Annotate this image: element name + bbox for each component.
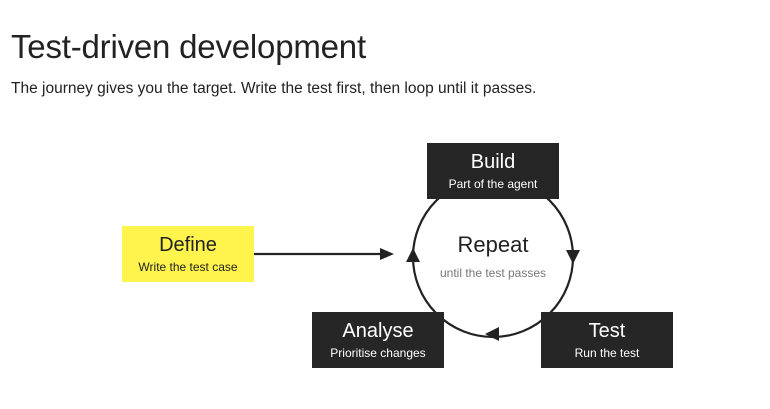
define-box: Define Write the test case [122,226,254,282]
analyse-subtitle: Prioritise changes [330,345,426,360]
loop-arrow-bottom [485,327,499,341]
loop-arrow-right [566,250,580,264]
page-subtitle: The journey gives you the target. Write … [11,80,537,97]
repeat-label: Repeat until the test passes [413,232,573,280]
page-title: Test-driven development [11,28,366,65]
build-subtitle: Part of the agent [448,176,538,191]
analyse-title: Analyse [342,319,414,342]
build-box: Build Part of the agent [427,143,559,199]
define-connector-arrow [380,248,394,260]
define-title: Define [159,233,217,256]
analyse-box: Analyse Prioritise changes [312,312,444,368]
build-title: Build [470,150,516,173]
test-subtitle: Run the test [574,345,640,360]
repeat-subtitle: until the test passes [439,266,547,280]
define-subtitle: Write the test case [138,259,238,274]
repeat-title: Repeat [457,232,529,257]
test-title: Test [588,319,626,342]
test-box: Test Run the test [541,312,673,368]
loop-arrow-left [406,248,420,262]
